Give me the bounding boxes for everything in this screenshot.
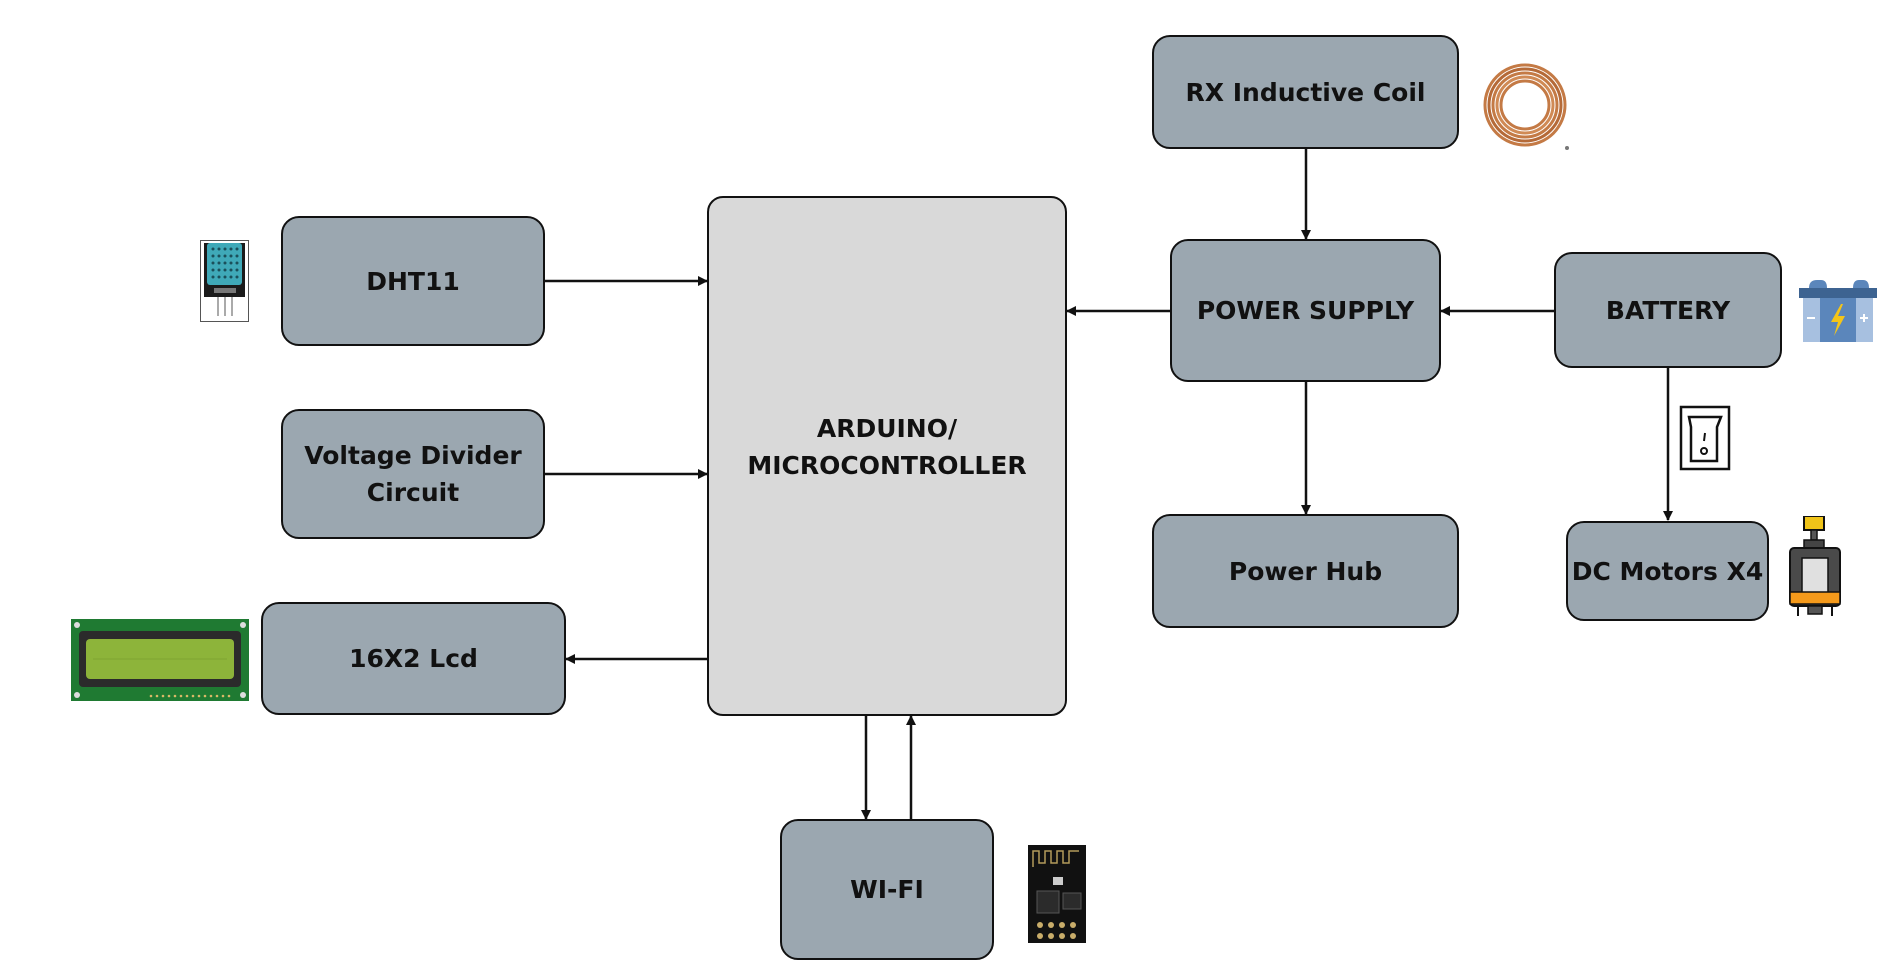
wifi-label: WI-FI: [850, 875, 924, 904]
copper-coil-icon: [1483, 63, 1569, 150]
esp8266-wifi-module-icon: [1028, 845, 1086, 943]
dc-motors-label: DC Motors X4: [1571, 556, 1764, 586]
voltage-divider-block: Voltage Divider Circuit: [281, 409, 545, 539]
rocker-switch-icon: [1679, 405, 1731, 471]
lcd-label: 16X2 Lcd: [349, 644, 478, 673]
battery-block: BATTERY: [1554, 252, 1782, 368]
dht11-block: DHT11: [281, 216, 545, 346]
voltage-divider-label-line2: Circuit: [366, 478, 460, 507]
dht11-label: DHT11: [366, 266, 460, 296]
power-hub-block: Power Hub: [1152, 514, 1459, 628]
dht11-sensor-icon: [200, 240, 249, 322]
voltage-divider-label-line1: Voltage Divider: [304, 441, 522, 470]
rx-coil-block: RX Inductive Coil: [1152, 35, 1459, 149]
dc-motors-block: DC Motors X4: [1566, 521, 1769, 621]
battery-label: BATTERY: [1605, 295, 1731, 325]
mcu-label-line2: MICROCONTROLLER: [747, 451, 1027, 480]
wifi-block: WI-FI: [780, 819, 994, 960]
battery-icon: [1799, 280, 1877, 342]
power-supply-block: POWER SUPPLY: [1170, 239, 1441, 382]
dc-motor-icon: [1789, 516, 1841, 616]
lcd-block: 16X2 Lcd: [261, 602, 566, 715]
mcu-label-line1: ARDUINO/: [816, 414, 958, 443]
rx-coil-label: RX Inductive Coil: [1185, 77, 1426, 107]
lcd-module-icon: [71, 619, 249, 701]
microcontroller-block: ARDUINO/ MICROCONTROLLER: [707, 196, 1067, 716]
power-supply-label: POWER SUPPLY: [1196, 296, 1415, 325]
power-hub-label: Power Hub: [1228, 556, 1383, 586]
